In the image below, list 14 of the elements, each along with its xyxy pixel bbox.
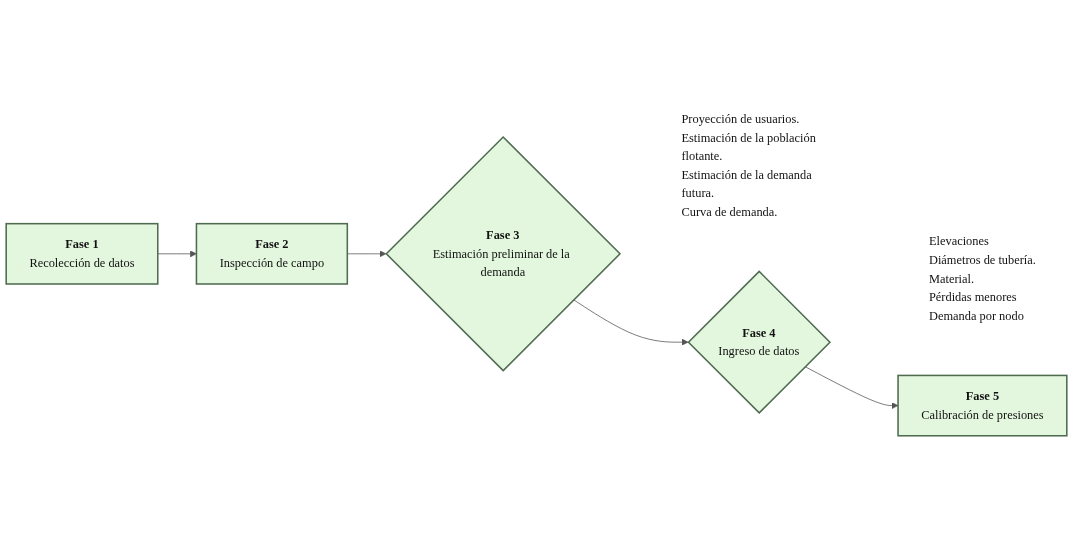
node-label: Pérdidas menores [928,289,1017,304]
node-box: Fase 1 Recolección de datos [5,222,159,285]
node-box: Fase 5 Calibración de presiones [897,374,1068,437]
node-label: Proyección de usuarios. [681,111,800,125]
node-label: Estimación de la demanda futura. [681,167,812,200]
node-label: Curva de demanda. [681,204,778,218]
node-label: Material. [928,271,975,285]
node-label: Estimación de la población flotante. [681,130,816,162]
node-box: Fase 2 Inspección de campo [195,222,349,285]
node-diamond: Fase 4 Ingreso de datos [687,269,832,414]
node-label: Diámetros de tubería. [928,252,1036,266]
node-label: Elevaciones [928,234,989,248]
node-diamond: Fase 3 Estimación preliminar de la demanda [385,135,622,372]
node-label: Demanda por nodo [928,308,1024,322]
